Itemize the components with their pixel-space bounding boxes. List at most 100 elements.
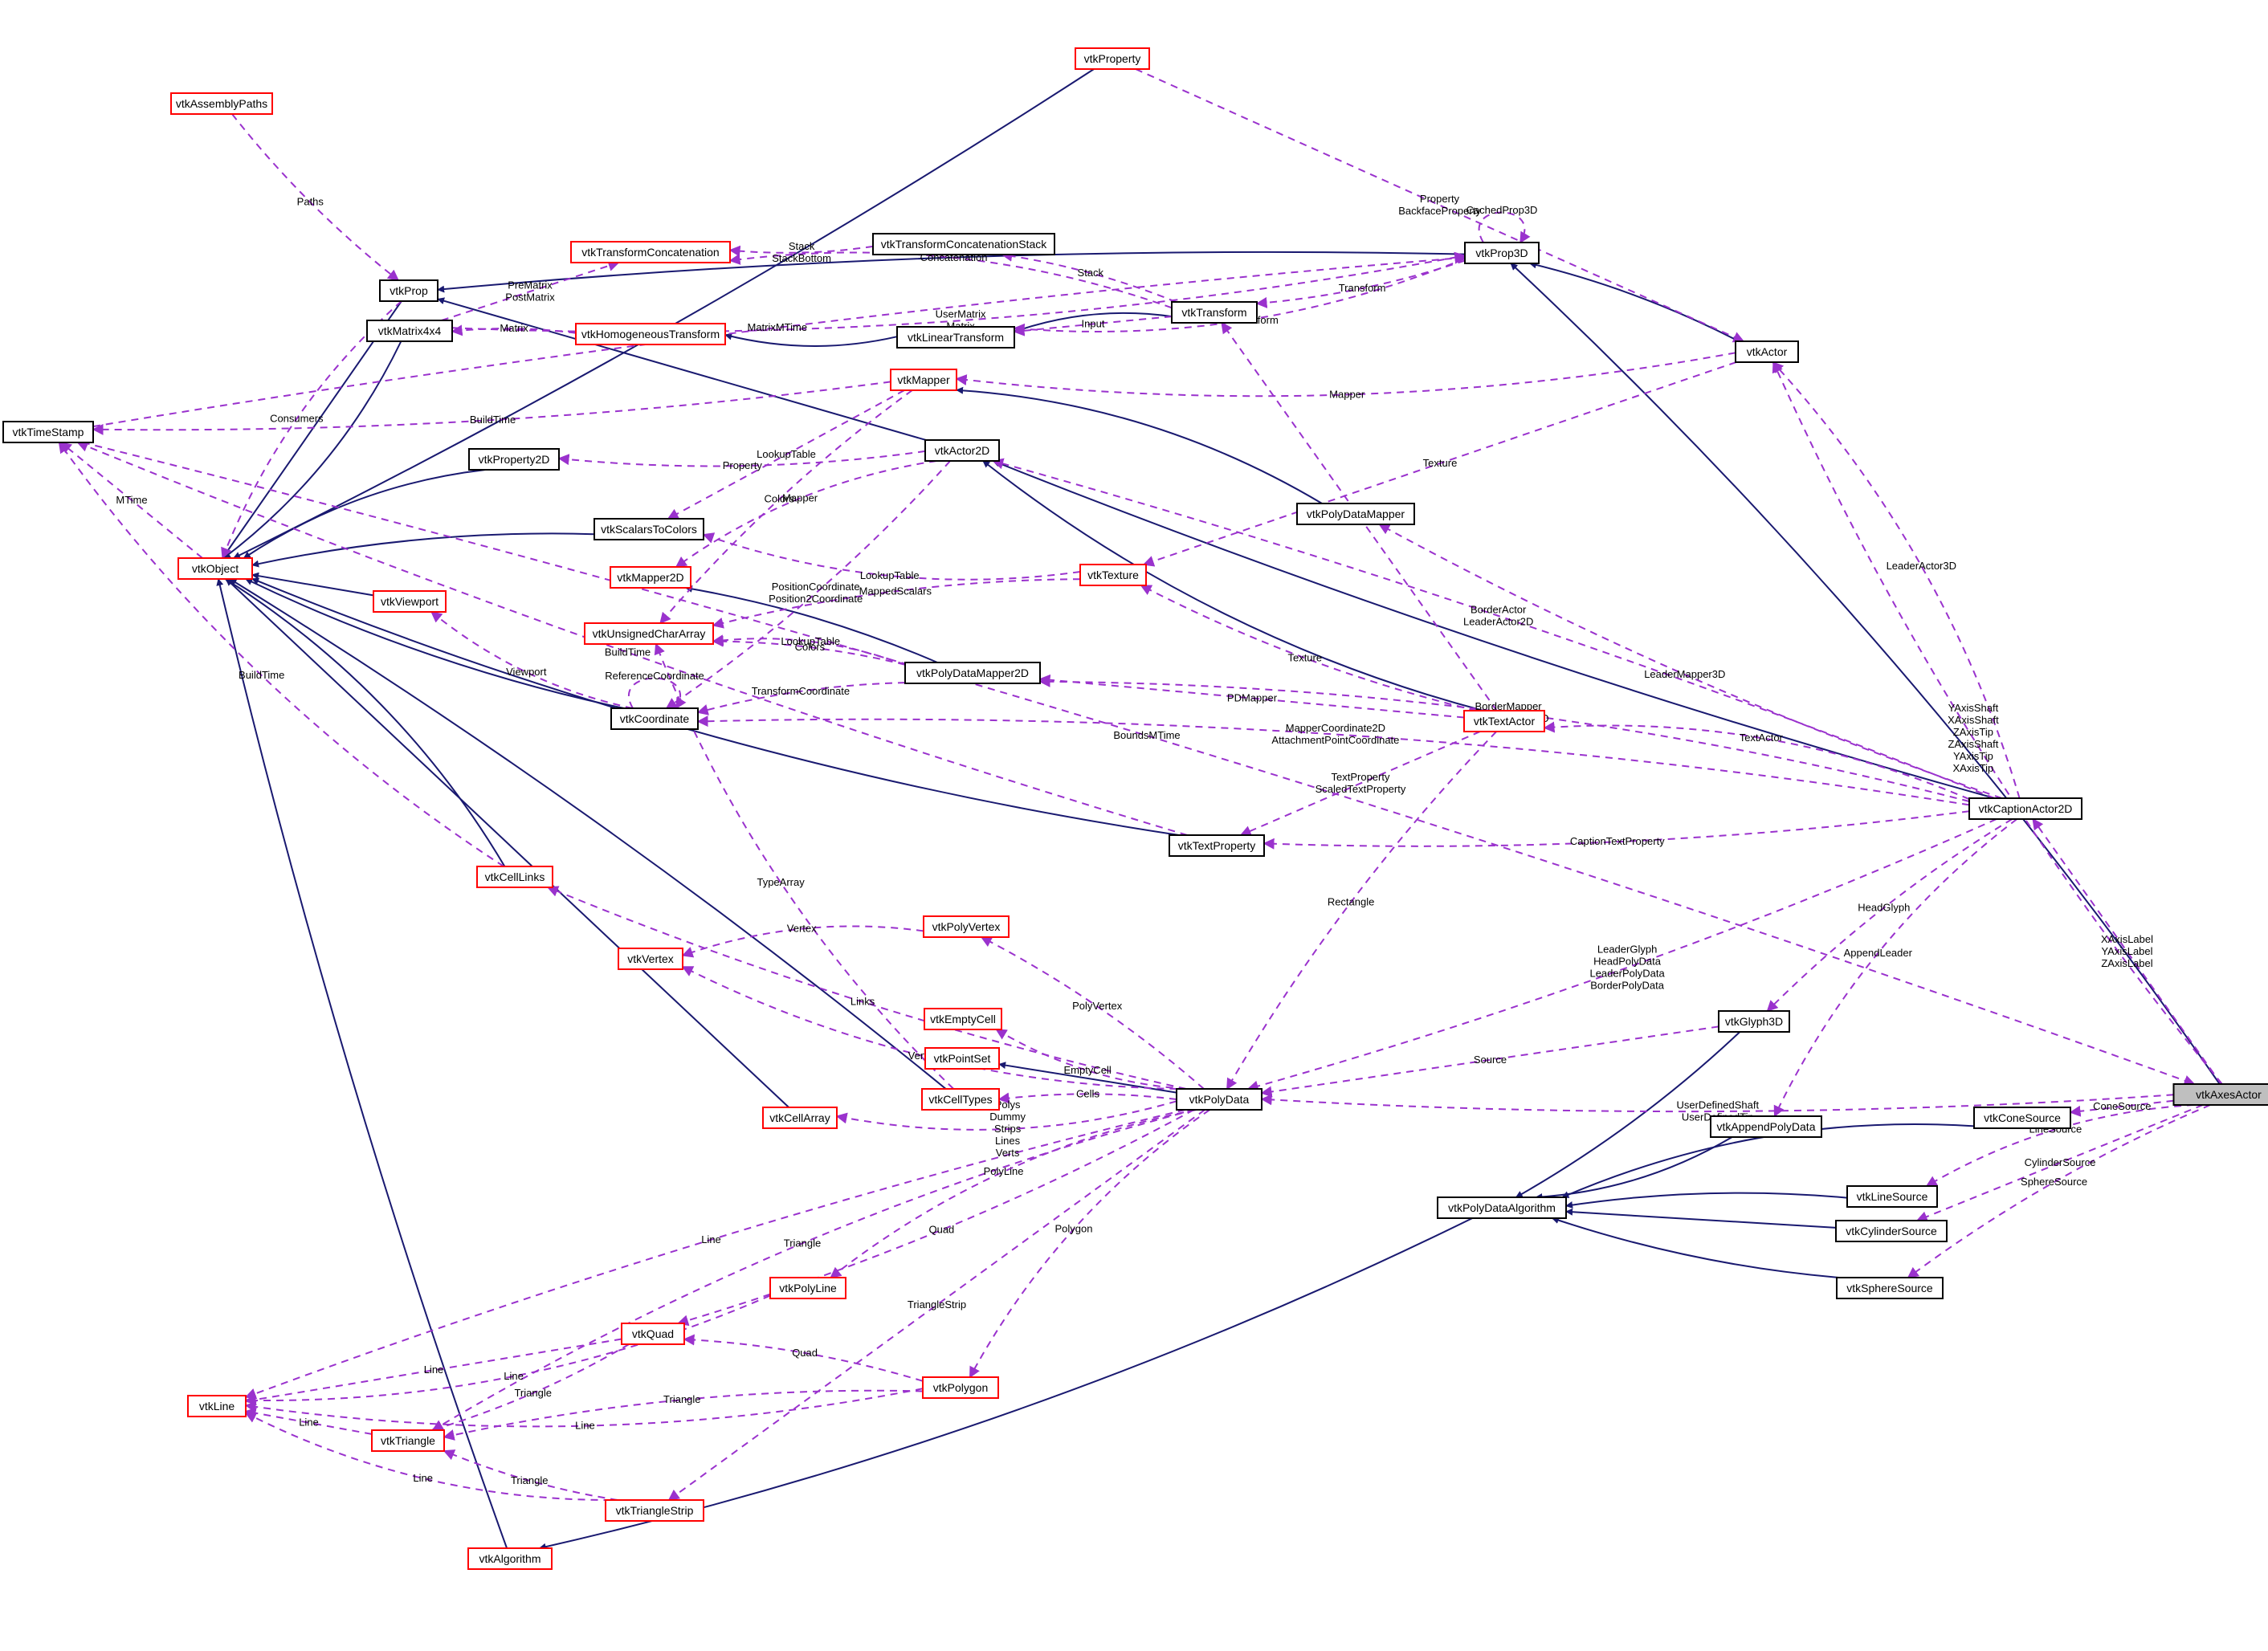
class-node-vtkPointSet[interactable]: vtkPointSet xyxy=(924,1047,1000,1070)
usage-edge-vtkCaptionActor2D-vtkPolyData xyxy=(1246,818,1997,1092)
class-node-vtkCellTypes[interactable]: vtkCellTypes xyxy=(921,1088,1000,1111)
class-node-vtkTransformConcatenation[interactable]: vtkTransformConcatenation xyxy=(570,241,731,263)
class-node-vtkViewport[interactable]: vtkViewport xyxy=(373,590,447,613)
class-node-vtkCellLinks[interactable]: vtkCellLinks xyxy=(476,866,553,888)
class-node-vtkSphereSource[interactable]: vtkSphereSource xyxy=(1836,1277,1944,1299)
usage-edge-vtkPolyData-vtkQuad xyxy=(677,1109,1195,1327)
class-node-vtkEmptyCell[interactable]: vtkEmptyCell xyxy=(924,1008,1002,1030)
usage-edge-vtkCaptionActor2D-vtkGlyph3D xyxy=(1766,818,2013,1012)
class-node-vtkUnsignedCharArray[interactable]: vtkUnsignedCharArray xyxy=(584,622,714,645)
usage-edge-vtkTexture-vtkUnsignedCharArray xyxy=(712,578,1081,629)
class-node-vtkTransformConcatenationStack[interactable]: vtkTransformConcatenationStack xyxy=(872,233,1055,255)
edge-label-vtkObject-vtkTimeStamp: MTime xyxy=(116,494,147,506)
class-node-box xyxy=(575,323,726,345)
class-node-vtkProperty[interactable]: vtkProperty xyxy=(1075,47,1150,70)
class-node-vtkTexture[interactable]: vtkTexture xyxy=(1079,564,1147,586)
class-node-label: vtkEmptyCell xyxy=(930,1013,996,1025)
inherit-edge-vtkProp-vtkProp3D xyxy=(437,251,1466,293)
class-node-vtkPolyVertex[interactable]: vtkPolyVertex xyxy=(923,915,1010,938)
class-node-vtkActor2D[interactable]: vtkActor2D xyxy=(924,439,1000,462)
usage-edge-vtkTransform-vtkLinearTransform xyxy=(1013,316,1173,336)
class-node-vtkConeSource[interactable]: vtkConeSource xyxy=(1973,1107,2071,1129)
edge-label-vtkTriangleStrip-vtkLine: Line xyxy=(413,1472,433,1484)
edge-label-vtkProp3D-vtkTransform: Transform xyxy=(1339,282,1386,294)
usage-edge-vtkPolyData-vtkPolyLine xyxy=(830,1109,1197,1278)
edge-label-vtkCellTypes-vtkUnsignedCharArray: TypeArray xyxy=(757,876,805,888)
class-node-vtkVertex[interactable]: vtkVertex xyxy=(618,948,683,970)
class-node-box xyxy=(379,279,439,302)
class-node-vtkCaptionActor2D[interactable]: vtkCaptionActor2D xyxy=(1968,797,2082,820)
class-node-vtkMapper2D[interactable]: vtkMapper2D xyxy=(610,566,691,589)
class-node-vtkPolyData[interactable]: vtkPolyData xyxy=(1176,1088,1262,1111)
class-node-label: vtkLinearTransform xyxy=(908,331,1004,344)
class-node-vtkLinearTransform[interactable]: vtkLinearTransform xyxy=(896,326,1015,349)
class-node-label: vtkHomogeneousTransform xyxy=(581,328,720,340)
class-node-vtkTextActor[interactable]: vtkTextActor xyxy=(1463,710,1545,732)
edge-label-vtkPolyData-vtkPolygon: Polygon xyxy=(1055,1223,1093,1235)
edge-label-vtkTriangle-vtkLine: Line xyxy=(299,1417,319,1429)
class-node-box xyxy=(468,448,560,471)
usage-edge-vtkProp3D-vtkTransform xyxy=(1255,259,1466,308)
class-node-label: vtkGlyph3D xyxy=(1725,1015,1783,1028)
class-node-label: vtkTriangle xyxy=(381,1434,435,1447)
class-node-vtkTriangleStrip[interactable]: vtkTriangleStrip xyxy=(605,1499,704,1522)
class-node-box xyxy=(1836,1277,1944,1299)
class-node-vtkMatrix4x4[interactable]: vtkMatrix4x4 xyxy=(366,320,453,342)
edge-label-vtkPolygon-vtkLine: Line xyxy=(575,1420,595,1432)
class-node-vtkPolygon[interactable]: vtkPolygon xyxy=(922,1376,999,1399)
class-node-label: vtkViewport xyxy=(381,595,439,608)
edge-label-vtkProp-vtkObject: Consumers xyxy=(270,413,324,425)
inherit-edge-vtkLinearTransform-vtkTransform xyxy=(1014,312,1173,333)
class-node-vtkPolyLine[interactable]: vtkPolyLine xyxy=(769,1277,846,1299)
class-node-vtkAlgorithm[interactable]: vtkAlgorithm xyxy=(467,1547,553,1570)
class-node-vtkActor[interactable]: vtkActor xyxy=(1735,340,1799,363)
class-node-label: vtkCylinderSource xyxy=(1846,1225,1937,1237)
class-node-vtkAssemblyPaths[interactable]: vtkAssemblyPaths xyxy=(170,92,273,115)
usage-edge-vtkPolyVertex-vtkVertex xyxy=(681,925,924,958)
class-node-vtkMapper[interactable]: vtkMapper xyxy=(890,369,957,391)
class-node-box xyxy=(1079,564,1147,586)
usage-edge-vtkTextActor-vtkTextProperty xyxy=(1239,731,1481,837)
edge-label-vtkMapper-vtkScalarsToColors: LookupTable xyxy=(757,448,816,460)
class-node-vtkGlyph3D[interactable]: vtkGlyph3D xyxy=(1718,1010,1790,1033)
edge-label-vtkTriangleStrip-vtkTriangle: Triangle xyxy=(511,1474,548,1486)
usage-edge-vtkPolyData-vtkCellTypes xyxy=(997,1092,1177,1104)
class-node-vtkPolyDataMapper[interactable]: vtkPolyDataMapper xyxy=(1296,503,1415,525)
class-node-vtkCylinderSource[interactable]: vtkCylinderSource xyxy=(1835,1220,1948,1242)
class-node-label: vtkMatrix4x4 xyxy=(378,324,442,337)
edge-label-vtkAxesActor-vtkConeSource: ConeSource xyxy=(2093,1100,2151,1112)
edge-label-vtkTexture-vtkScalarsToColors: LookupTable xyxy=(860,569,920,581)
class-node-vtkAppendPolyData[interactable]: vtkAppendPolyData xyxy=(1710,1115,1822,1138)
usage-edge-vtkMapper-vtkScalarsToColors xyxy=(667,389,905,520)
usage-edge-vtkPolygon-vtkTriangle xyxy=(443,1389,924,1441)
class-node-vtkTriangle[interactable]: vtkTriangle xyxy=(371,1429,445,1452)
class-node-vtkQuad[interactable]: vtkQuad xyxy=(621,1323,685,1345)
class-node-vtkLine[interactable]: vtkLine xyxy=(187,1395,247,1417)
class-node-vtkCellArray[interactable]: vtkCellArray xyxy=(762,1107,838,1129)
class-node-vtkProp[interactable]: vtkProp xyxy=(379,279,439,302)
class-node-box xyxy=(896,326,1015,349)
inherit-edge-vtkProp-vtkActor2D xyxy=(437,297,927,441)
class-node-vtkCoordinate[interactable]: vtkCoordinate xyxy=(610,707,699,730)
class-node-vtkHomogeneousTransform[interactable]: vtkHomogeneousTransform xyxy=(575,323,726,345)
class-node-vtkPolyDataMapper2D[interactable]: vtkPolyDataMapper2D xyxy=(904,662,1041,684)
class-node-vtkProp3D[interactable]: vtkProp3D xyxy=(1464,242,1540,264)
usage-edge-vtkCellTypes-vtkUnsignedCharArray xyxy=(654,642,954,1090)
class-node-vtkTimeStamp[interactable]: vtkTimeStamp xyxy=(2,421,94,443)
class-node-label: vtkPolyVertex xyxy=(932,920,1001,933)
class-node-label: vtkSphereSource xyxy=(1846,1282,1933,1294)
class-node-box xyxy=(921,1088,1000,1111)
class-node-vtkProperty2D[interactable]: vtkProperty2D xyxy=(468,448,560,471)
class-node-vtkObject[interactable]: vtkObject xyxy=(177,557,253,580)
class-node-vtkTransform[interactable]: vtkTransform xyxy=(1171,301,1258,324)
class-node-vtkAxesActor[interactable]: vtkAxesActor xyxy=(2172,1083,2268,1106)
class-node-vtkTextProperty[interactable]: vtkTextProperty xyxy=(1169,834,1265,857)
class-node-vtkScalarsToColors[interactable]: vtkScalarsToColors xyxy=(594,518,704,540)
class-node-vtkPolyDataAlgorithm[interactable]: vtkPolyDataAlgorithm xyxy=(1437,1196,1567,1219)
class-node-vtkLineSource[interactable]: vtkLineSource xyxy=(1846,1185,1938,1208)
edge-label-vtkTextActor-vtkPolyData: Rectangle xyxy=(1328,895,1375,907)
inherit-edge-vtkObject-vtkProperty2D xyxy=(243,469,486,559)
class-node-label: vtkCaptionActor2D xyxy=(1979,802,2073,815)
